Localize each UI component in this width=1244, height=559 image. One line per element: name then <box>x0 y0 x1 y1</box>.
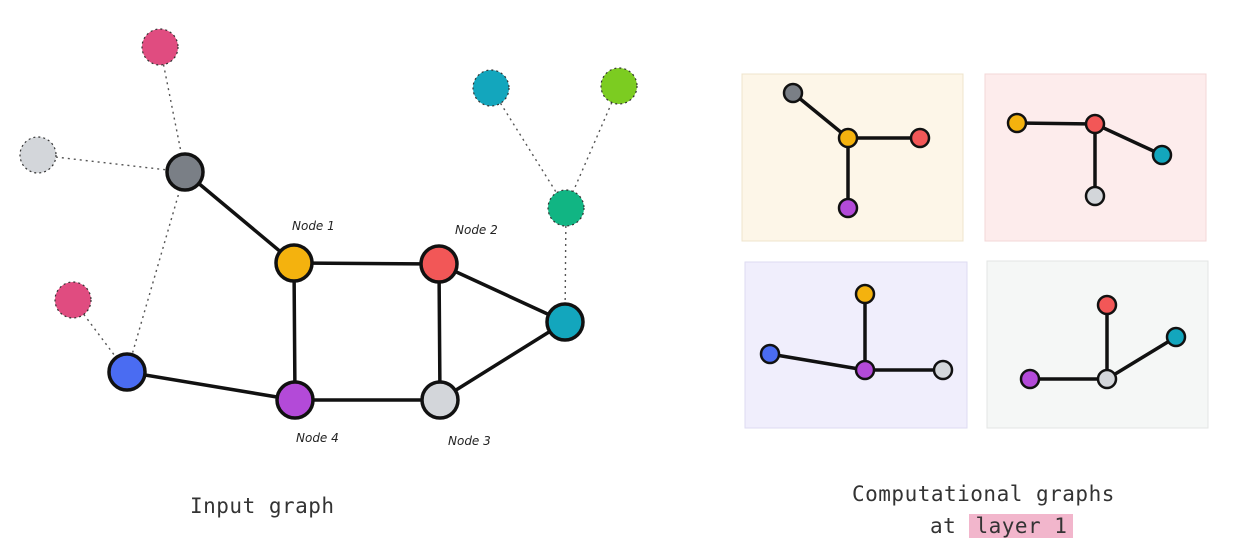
edge <box>768 352 867 372</box>
comp-graph-node1 <box>741 73 964 242</box>
node-4 <box>275 380 315 420</box>
node-3 <box>1084 185 1106 207</box>
input-graph-caption: Input graph <box>190 494 335 518</box>
edge-node3-teal <box>438 320 567 402</box>
node-teal <box>1151 144 1173 166</box>
edge-node1-node4 <box>292 261 297 402</box>
caption-prefix: at <box>930 514 957 538</box>
edge-grey-node1 <box>183 170 296 265</box>
node-dark-grey <box>782 82 804 104</box>
ghost-node-green <box>600 67 638 105</box>
node-4 <box>1019 368 1041 390</box>
computational-caption-line1: Computational graphs <box>852 482 1115 506</box>
node-3 <box>932 359 954 381</box>
node-3 <box>1096 368 1118 390</box>
node-teal <box>1165 326 1187 348</box>
dotted-edge <box>126 171 186 373</box>
layer-highlight: layer 1 <box>969 514 1074 538</box>
dotted-edge <box>490 87 567 209</box>
node-2 <box>419 244 459 284</box>
node-dark-grey <box>165 152 205 192</box>
edge <box>791 91 850 140</box>
node-2 <box>909 127 931 149</box>
ghost-node-grey <box>19 136 57 174</box>
edge <box>1105 335 1178 381</box>
node-1 <box>1006 112 1028 134</box>
edge-blue-node4 <box>125 370 297 402</box>
dotted-edge <box>565 85 620 209</box>
edge-node2-teal <box>437 262 567 324</box>
edge-node1-node2 <box>292 261 441 266</box>
comp-graph-node3 <box>986 260 1209 429</box>
panel-bg-purple <box>744 261 968 429</box>
edge <box>1093 122 1164 157</box>
ghost-node-pink <box>54 281 92 319</box>
node-2-label: Node 2 <box>455 223 498 237</box>
node-3-label: Node 3 <box>448 434 491 448</box>
ghost-node-emerald <box>547 189 585 227</box>
edge-node2-node3 <box>437 262 442 402</box>
node-4 <box>837 197 859 219</box>
computational-caption-line2: at layer 1 <box>930 514 1074 538</box>
ghost-node-pink <box>141 28 179 66</box>
node-blue <box>107 352 147 392</box>
node-4-label: Node 4 <box>296 431 339 445</box>
node-3 <box>420 380 460 420</box>
node-teal <box>545 302 585 342</box>
comp-graph-node2 <box>984 73 1207 242</box>
ghost-node-teal <box>472 69 510 107</box>
comp-graph-node4 <box>744 261 968 429</box>
dotted-edge <box>37 154 186 173</box>
dotted-edge <box>564 207 567 323</box>
edge <box>1015 121 1097 126</box>
node-2 <box>1084 113 1106 135</box>
node-1 <box>854 283 876 305</box>
node-1 <box>274 243 314 283</box>
node-1-label: Node 1 <box>292 219 335 233</box>
input-graph: Node 1 Node 2 Node 4 Node 3 <box>19 28 638 448</box>
node-2 <box>1096 294 1118 316</box>
node-blue <box>759 343 781 365</box>
node-4 <box>854 359 876 381</box>
node-1 <box>837 127 859 149</box>
